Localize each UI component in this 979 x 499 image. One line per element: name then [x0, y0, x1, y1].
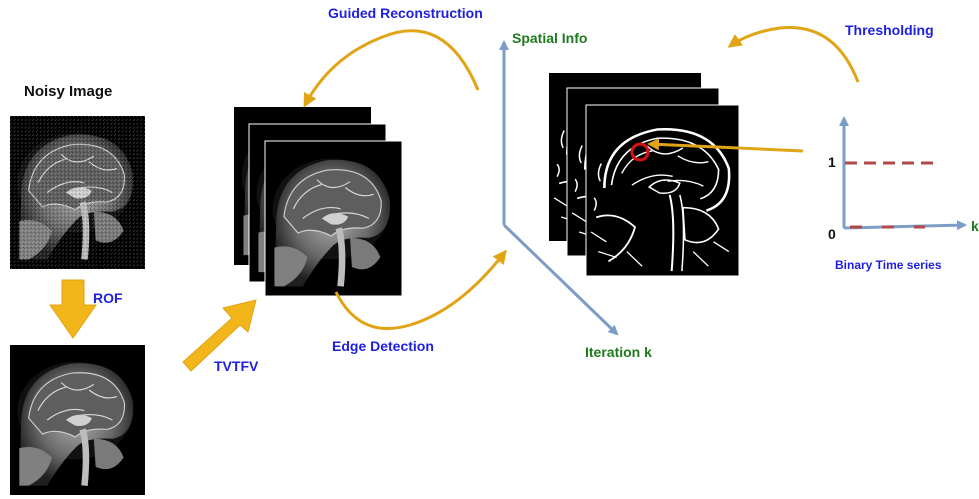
guided-reconstruction-label: Guided Reconstruction: [328, 5, 483, 21]
noisy-image-label: Noisy Image: [24, 83, 112, 100]
tvtfv-label: TVTFV: [214, 358, 258, 374]
iteration-k-label: Iteration k: [585, 344, 652, 360]
edge-map-stack: [549, 73, 739, 276]
rof-arrow: [50, 280, 96, 338]
thresholding-arrow: [730, 27, 858, 82]
guided-reconstruction-arrow: [305, 31, 478, 105]
spatial-info-label: Spatial Info: [512, 30, 587, 46]
y-tick-1: 1: [828, 154, 836, 170]
x-axis-k-label: k: [971, 218, 979, 234]
binary-time-series-plot: [844, 118, 965, 228]
noisy-image: [10, 116, 145, 269]
edge-detection-label: Edge Detection: [332, 338, 434, 354]
y-tick-0: 0: [828, 226, 836, 242]
thresholding-label: Thresholding: [845, 22, 934, 38]
rof-label: ROF: [93, 290, 123, 306]
denoised-image: [10, 345, 145, 495]
reconstructed-image-stack: [234, 107, 402, 296]
binary-time-series-label: Binary Time series: [835, 258, 942, 272]
